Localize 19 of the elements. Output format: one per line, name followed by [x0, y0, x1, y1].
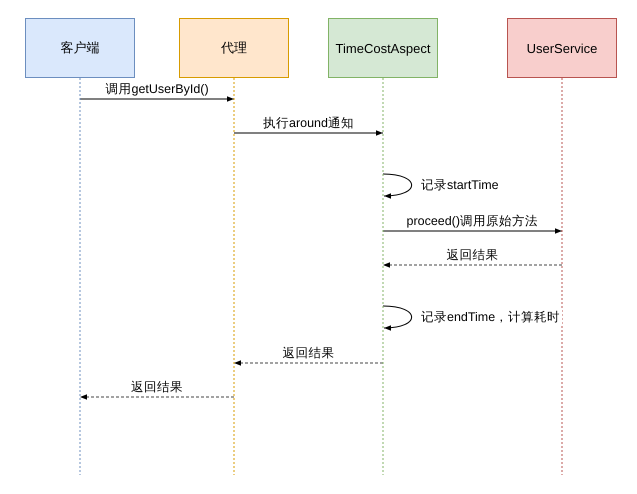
message-arrow [80, 96, 234, 102]
return-message-arrow [234, 360, 384, 366]
participant-box: TimeCostAspect [328, 18, 438, 78]
self-message-arrow [382, 306, 412, 330]
self-message-arrow [382, 174, 412, 198]
message-label: 记录startTime [419, 178, 501, 193]
message-label: 返回结果 [129, 380, 185, 395]
message-arrow [382, 228, 562, 234]
return-message-arrow [382, 262, 562, 268]
participant-box: 代理 [179, 18, 289, 78]
message-label: 返回结果 [444, 248, 500, 263]
message-arrow [234, 130, 384, 136]
return-message-arrow [80, 394, 234, 400]
message-label: 调用getUserById() [104, 82, 211, 97]
message-label: 记录endTime，计算耗时 [419, 310, 562, 325]
message-label: proceed()调用原始方法 [404, 214, 540, 229]
participant-box: UserService [507, 18, 617, 78]
participant-box: 客户端 [25, 18, 135, 78]
message-label: 返回结果 [280, 346, 336, 361]
